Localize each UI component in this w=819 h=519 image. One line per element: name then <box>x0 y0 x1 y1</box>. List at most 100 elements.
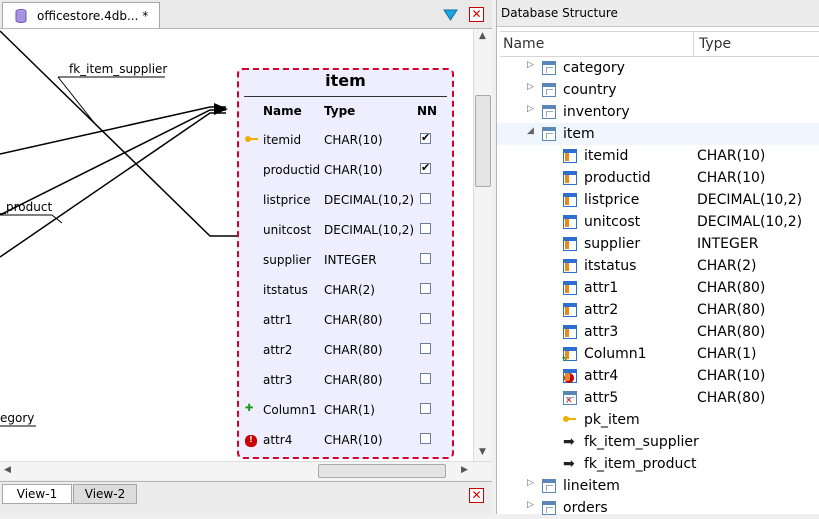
column-header-name[interactable]: Name <box>503 36 545 52</box>
column-icon <box>563 149 577 163</box>
entity-field-type: INTEGER <box>324 253 377 267</box>
expand-icon[interactable]: ▷ <box>527 104 534 114</box>
not-null-checkbox[interactable] <box>420 253 431 264</box>
diagram-canvas[interactable]: fk_item_supplier _product egory item Nam… <box>0 29 473 461</box>
column-icon <box>563 325 577 339</box>
entity-field-name: attr3 <box>263 373 293 387</box>
not-null-checkbox[interactable] <box>420 373 431 384</box>
tree-child-row[interactable]: pk_item <box>497 409 819 431</box>
column-error-icon: ! <box>563 369 577 383</box>
scroll-up-icon[interactable]: ▲ <box>479 31 486 41</box>
entity-field-name: Column1 <box>263 403 317 417</box>
not-null-checkbox[interactable] <box>420 433 431 444</box>
key-icon <box>245 133 258 145</box>
entity-field-name: unitcost <box>263 223 312 237</box>
tree-table-row[interactable]: ▷ category <box>497 57 819 79</box>
tree-item-label: category <box>563 60 625 76</box>
collapse-icon[interactable]: ◢ <box>527 126 534 136</box>
not-null-checkbox[interactable] <box>420 193 431 204</box>
entity-header-name: Name <box>263 104 302 118</box>
vertical-scrollbar[interactable]: ▲ ▼ <box>473 29 492 461</box>
fk-category-label[interactable]: egory <box>0 411 35 425</box>
column-added-icon: ✚ <box>562 347 577 364</box>
tree-table-row[interactable]: ▷inventory <box>497 101 819 123</box>
not-null-checkbox[interactable] <box>420 313 431 324</box>
scroll-right-icon[interactable]: ▶ <box>461 465 468 475</box>
table-icon <box>542 479 556 493</box>
entity-field-name: listprice <box>263 193 311 207</box>
close-view-icon[interactable]: ✕ <box>469 488 484 503</box>
expand-icon[interactable]: ▷ <box>527 82 534 92</box>
tree-child-row[interactable]: ➡fk_item_supplier <box>497 431 819 453</box>
close-document-icon[interactable]: ✕ <box>469 7 484 22</box>
fk-item-supplier-label[interactable]: fk_item_supplier <box>69 62 168 76</box>
entity-field-name: itemid <box>263 133 302 147</box>
tree-item-type: CHAR(80) <box>697 302 766 318</box>
tree-table-row[interactable]: ▷lineitem <box>497 475 819 497</box>
column-icon <box>563 171 577 185</box>
tree-child-row[interactable]: ➡ fk_item_product <box>497 453 819 475</box>
expand-icon[interactable]: ▷ <box>527 500 534 510</box>
tab-list-dropdown-icon[interactable] <box>443 8 458 22</box>
tree-table-row[interactable]: ▷orders <box>497 497 819 519</box>
entity-field-type: CHAR(1) <box>324 403 375 417</box>
tree-table-row[interactable]: ◢item <box>497 123 819 145</box>
not-null-checkbox[interactable] <box>420 131 431 144</box>
tab-view-1[interactable]: View-1 <box>2 484 72 504</box>
fk-item-product-label[interactable]: _product <box>0 200 53 214</box>
document-tab-title: officestore.4db... * <box>37 9 149 23</box>
tree-column-header: Name Type <box>500 31 819 57</box>
tree-item-type: DECIMAL(10,2) <box>697 192 803 208</box>
not-null-checkbox[interactable] <box>420 223 431 234</box>
horizontal-scroll-thumb[interactable] <box>318 464 446 478</box>
relationship-lines <box>0 30 237 427</box>
item-entity-box[interactable]: item Name Type NN itemidCHAR(10)producti… <box>237 68 454 459</box>
scroll-left-icon[interactable]: ◀ <box>4 465 11 475</box>
foreign-key-arrow-icon: ➡ <box>563 456 575 472</box>
entity-field-name: supplier <box>263 253 312 267</box>
not-null-checkbox[interactable] <box>420 161 431 174</box>
not-null-checkbox[interactable] <box>420 343 431 354</box>
tree-table-row[interactable]: ▷country <box>497 79 819 101</box>
not-null-checkbox[interactable] <box>420 283 431 294</box>
entity-field-name: attr1 <box>263 313 293 327</box>
expand-icon[interactable]: ▷ <box>527 478 534 488</box>
scroll-down-icon[interactable]: ▼ <box>479 447 486 457</box>
tab-view-2[interactable]: View-2 <box>73 484 137 504</box>
table-icon <box>542 127 556 141</box>
foreign-key-arrow-icon: ➡ <box>563 434 575 450</box>
column-header-type[interactable]: Type <box>699 36 732 52</box>
document-tab[interactable]: officestore.4db... * <box>2 2 160 28</box>
tree-item-label: fk_item_product <box>584 456 697 472</box>
column-divider[interactable] <box>693 32 694 56</box>
entity-field-name: attr2 <box>263 343 293 357</box>
expand-icon[interactable]: ▷ <box>527 60 534 70</box>
horizontal-scrollbar[interactable]: ◀ ▶ <box>0 461 492 480</box>
vertical-scroll-thumb[interactable] <box>475 95 491 187</box>
not-null-checkbox[interactable] <box>420 403 431 414</box>
tree-item-label: attr1 <box>584 280 619 296</box>
entity-row[interactable]: supplier INTEGER <box>239 246 452 276</box>
